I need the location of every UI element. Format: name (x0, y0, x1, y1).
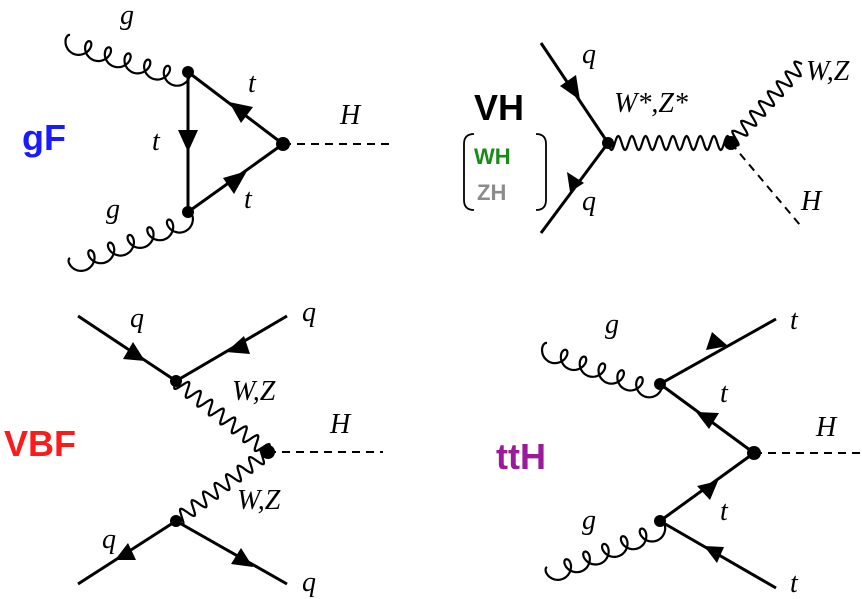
vh-arrow-top (560, 75, 580, 100)
vh-outgoing-wz-wave (730, 60, 803, 147)
vbf-arrow-bl (115, 543, 136, 560)
vh-label-wz: W,Z (806, 56, 850, 87)
vbf-quark-br (175, 519, 288, 586)
vbf-label-q-br: q (302, 567, 316, 598)
vbf-label-q-tl: q (130, 303, 144, 334)
tth-gluon-top (540, 341, 663, 399)
vh-propagator-wave (606, 134, 733, 152)
gf-label-t-lower: t (244, 184, 253, 215)
vh-sub-wh: WH (474, 144, 511, 169)
gf-arrow-upper (229, 102, 253, 123)
vbf-label-q-tr: q (302, 297, 316, 328)
tth-label-g-top: g (605, 309, 619, 340)
gf-gluon-top (64, 33, 191, 87)
vh-arrow-bottom (567, 172, 584, 192)
vbf-arrow-tr (226, 336, 250, 354)
vbf-arrow-tl (123, 342, 145, 361)
vh-sub-zh: ZH (477, 180, 506, 205)
tth-arrow-mid-upper (696, 412, 719, 429)
tth-arrow-mid-lower (697, 481, 718, 500)
gf-label-t-left: t (152, 126, 161, 157)
vh-higgs-line (730, 142, 801, 226)
tth-gluon-bottom (544, 519, 667, 582)
vh-bracket-right (535, 133, 547, 211)
vh-title: VH (474, 87, 524, 128)
vh-label-q-bottom: q (582, 186, 596, 217)
tth-label-t-out-top: t (790, 305, 799, 336)
gf-arrow-lower (223, 171, 247, 194)
vbf-vertex-higgs (261, 445, 275, 459)
tth-label-t-mid-top: t (720, 378, 729, 409)
vbf-title: VBF (4, 423, 76, 464)
tth-arrow-out-lower (704, 546, 724, 563)
tth-vertex-top (654, 378, 666, 390)
vh-vertex-qq (602, 137, 614, 149)
tth-vertex-bottom (654, 515, 666, 527)
tth-label-h: H (815, 412, 838, 443)
gf-label-g-top: g (120, 0, 134, 31)
vh-diagram: q W*,Z* W,Z q H VH WH ZH (463, 39, 850, 234)
vbf-label-wz-bottom: W,Z (237, 485, 281, 516)
vbf-label-q-bl: q (102, 524, 116, 555)
vbf-label-h: H (329, 409, 352, 440)
vh-label-propagator: W*,Z* (614, 88, 688, 119)
tth-label-t-out-bottom: t (790, 568, 799, 599)
gf-label-g-bottom: g (106, 194, 120, 225)
vbf-diagram: q q W,Z H W,Z q q VBF (4, 297, 383, 598)
vbf-vertex-top (170, 375, 182, 387)
tth-label-g-bottom: g (582, 505, 596, 536)
gf-diagram: g t t t H g gF (22, 0, 395, 273)
vbf-vertex-bottom (170, 515, 182, 527)
vbf-arrow-br (231, 548, 253, 567)
gf-gluon-bottom (67, 210, 194, 273)
vh-bracket-left (463, 133, 475, 211)
gf-label-h: H (339, 100, 362, 131)
gf-title: gF (22, 117, 66, 158)
gf-vertex-top (182, 66, 194, 78)
tth-arrow-out-upper (706, 332, 728, 350)
vbf-boson-top-wave (173, 380, 271, 453)
gf-arrow-left (178, 130, 198, 152)
tth-diagram: g t t H t g t ttH (496, 305, 862, 599)
gf-vertex-higgs (276, 137, 290, 151)
gf-vertex-bottom (182, 206, 194, 218)
vbf-quark-tl (77, 314, 177, 383)
vbf-boson-bottom-wave (175, 447, 269, 526)
gf-label-t-upper: t (248, 68, 257, 99)
vbf-label-wz-top: W,Z (232, 376, 276, 407)
vh-vertex-vh (724, 136, 738, 150)
vh-label-q-top: q (582, 39, 596, 70)
vh-label-h: H (800, 186, 823, 217)
tth-title: ttH (496, 436, 546, 477)
tth-vertex-higgs (747, 446, 761, 460)
tth-top-out-upper (659, 317, 777, 386)
tth-label-t-mid-bottom: t (720, 496, 729, 527)
